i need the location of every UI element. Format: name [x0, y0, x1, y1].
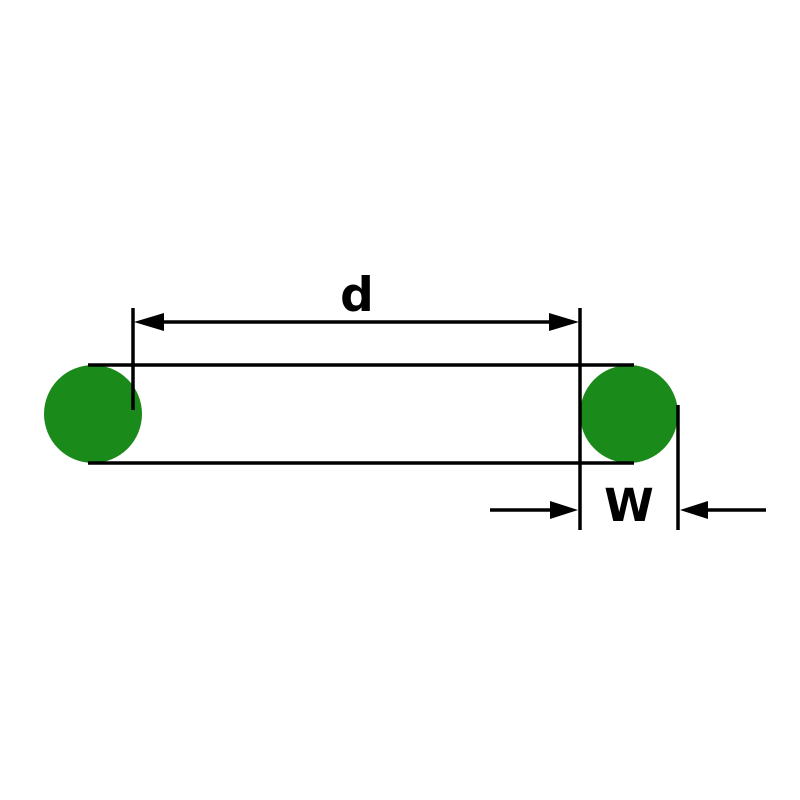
- d-arrowhead-right-icon: [549, 313, 579, 331]
- oring-right-cross-section: [580, 365, 678, 463]
- w-arrowhead-right-icon: [680, 501, 708, 519]
- oring-left-cross-section: [44, 365, 142, 463]
- inner-diameter-label: d: [340, 268, 374, 323]
- d-arrowhead-left-icon: [134, 313, 164, 331]
- w-arrowhead-left-icon: [550, 501, 578, 519]
- cross-section-width-label: W: [604, 479, 654, 532]
